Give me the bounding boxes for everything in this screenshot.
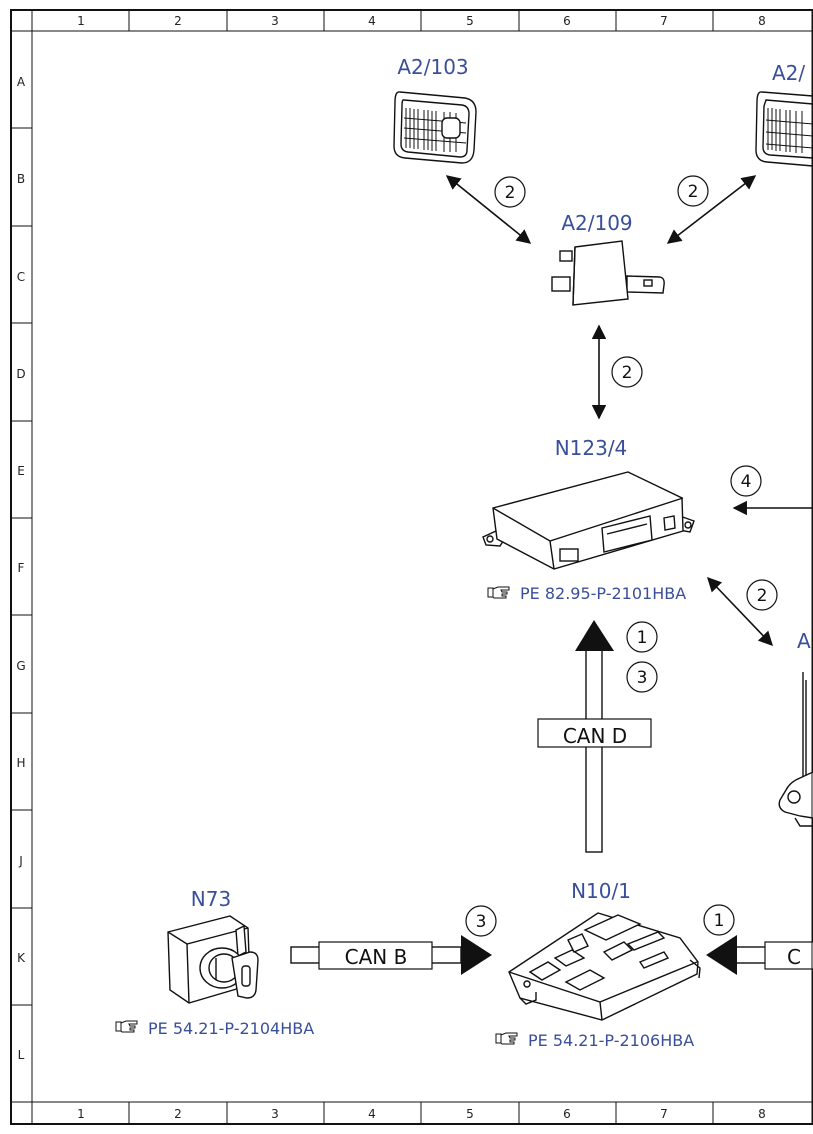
grid-row-c: C bbox=[17, 270, 25, 284]
grid-col-top-1: 1 bbox=[77, 14, 85, 28]
connector-a2-103-illustration bbox=[393, 91, 477, 164]
label-a2-103: A2/103 bbox=[397, 55, 468, 79]
grid-col-top-2: 2 bbox=[174, 14, 182, 28]
can-right-label: C bbox=[787, 945, 801, 969]
step-marker-a2-103: 2 bbox=[494, 176, 526, 208]
grid-col-top-7: 7 bbox=[660, 14, 668, 28]
grid-row-h: H bbox=[16, 756, 25, 770]
grid-row-ruler: A B C D E F G H J K L bbox=[11, 75, 32, 1062]
diagram-frame bbox=[10, 9, 813, 1125]
step-marker-can-d-1-text: 1 bbox=[637, 628, 648, 648]
grid-col-bottom-2: 2 bbox=[174, 1107, 182, 1121]
grid-row-f: F bbox=[18, 561, 25, 575]
grid-row-d: D bbox=[16, 367, 25, 381]
step-marker-a2-103-text: 2 bbox=[505, 183, 516, 203]
step-marker-a2-109-text: 2 bbox=[622, 363, 633, 383]
reference-n73: PE 54.21-P-2104HBA bbox=[115, 1019, 314, 1038]
can-b-label: CAN B bbox=[345, 945, 408, 969]
module-a2-109-illustration bbox=[551, 240, 665, 306]
pointing-hand-icon bbox=[115, 1020, 138, 1033]
step-marker-can-d-3: 3 bbox=[626, 661, 658, 693]
pointing-hand-icon bbox=[487, 586, 510, 599]
grid-row-g: G bbox=[16, 659, 25, 673]
can-d-label: CAN D bbox=[563, 724, 627, 748]
step-marker-can-right: 1 bbox=[703, 904, 735, 936]
label-a2-right-partial: A2/ bbox=[772, 61, 805, 85]
step-marker-can-d-3-text: 3 bbox=[637, 668, 648, 688]
reference-n123-4: PE 82.95-P-2101HBA bbox=[487, 584, 686, 603]
step-marker-n123-right-link: 2 bbox=[746, 579, 778, 611]
reference-n123-4-text: PE 82.95-P-2101HBA bbox=[520, 584, 686, 603]
grid-row-a: A bbox=[17, 75, 26, 89]
step-marker-n123-right-link-text: 2 bbox=[757, 586, 768, 606]
label-a2-109: A2/109 bbox=[561, 211, 632, 235]
label-n123-4: N123/4 bbox=[555, 436, 628, 460]
step-marker-can-b-text: 3 bbox=[476, 912, 487, 932]
label-a-right-partial: A bbox=[797, 629, 811, 653]
step-marker-n123-right-in-text: 4 bbox=[741, 472, 752, 492]
grid-col-top-5: 5 bbox=[466, 14, 474, 28]
grid-col-top-6: 6 bbox=[563, 14, 571, 28]
step-marker-can-right-text: 1 bbox=[714, 911, 725, 931]
grid-row-b: B bbox=[17, 172, 25, 186]
can-d-bus bbox=[575, 620, 614, 853]
reference-n73-text: PE 54.21-P-2104HBA bbox=[148, 1019, 314, 1038]
can-b-label-box: CAN B bbox=[318, 941, 433, 970]
grid-col-bottom-7: 7 bbox=[660, 1107, 668, 1121]
grid-column-ruler: 1 2 3 4 5 6 7 8 1 2 3 4 5 6 7 8 bbox=[77, 10, 766, 1124]
reference-n10-1: PE 54.21-P-2106HBA bbox=[495, 1031, 694, 1050]
grid-col-top-8: 8 bbox=[758, 14, 766, 28]
link-a2-103-a2-109 bbox=[445, 175, 532, 244]
grid-row-j: J bbox=[18, 854, 23, 868]
grid-row-l: L bbox=[18, 1048, 25, 1062]
grid-col-top-4: 4 bbox=[368, 14, 376, 28]
reference-n10-1-text: PE 54.21-P-2106HBA bbox=[528, 1031, 694, 1050]
component-a-right-illustration bbox=[778, 672, 813, 827]
connector-a2-right-illustration bbox=[755, 91, 813, 167]
pointing-hand-icon bbox=[495, 1032, 518, 1045]
label-n10-1: N10/1 bbox=[571, 879, 631, 903]
step-marker-can-b: 3 bbox=[465, 905, 497, 937]
grid-col-bottom-1: 1 bbox=[77, 1107, 85, 1121]
grid-col-bottom-3: 3 bbox=[271, 1107, 279, 1121]
grid-col-top-3: 3 bbox=[271, 14, 279, 28]
switch-n73-illustration bbox=[167, 915, 259, 1004]
grid-row-e: E bbox=[17, 464, 25, 478]
grid-col-bottom-5: 5 bbox=[466, 1107, 474, 1121]
grid-row-k: K bbox=[17, 951, 26, 965]
link-a2-right-a2-109 bbox=[666, 175, 757, 244]
step-marker-a2-right: 2 bbox=[677, 175, 709, 207]
step-marker-a2-109: 2 bbox=[611, 356, 643, 388]
can-d-label-box: CAN D bbox=[537, 718, 652, 748]
can-right-label-box: C bbox=[764, 941, 813, 970]
grid-col-bottom-6: 6 bbox=[563, 1107, 571, 1121]
grid-col-bottom-8: 8 bbox=[758, 1107, 766, 1121]
step-marker-n123-right-in: 4 bbox=[730, 465, 762, 497]
link-n123-4-a-right bbox=[707, 576, 773, 647]
module-n123-4-illustration bbox=[482, 471, 695, 570]
step-marker-can-d-1: 1 bbox=[626, 621, 658, 653]
module-n10-1-illustration bbox=[508, 912, 701, 1021]
grid-col-bottom-4: 4 bbox=[368, 1107, 376, 1121]
step-marker-a2-right-text: 2 bbox=[688, 182, 699, 202]
label-n73: N73 bbox=[191, 887, 231, 911]
